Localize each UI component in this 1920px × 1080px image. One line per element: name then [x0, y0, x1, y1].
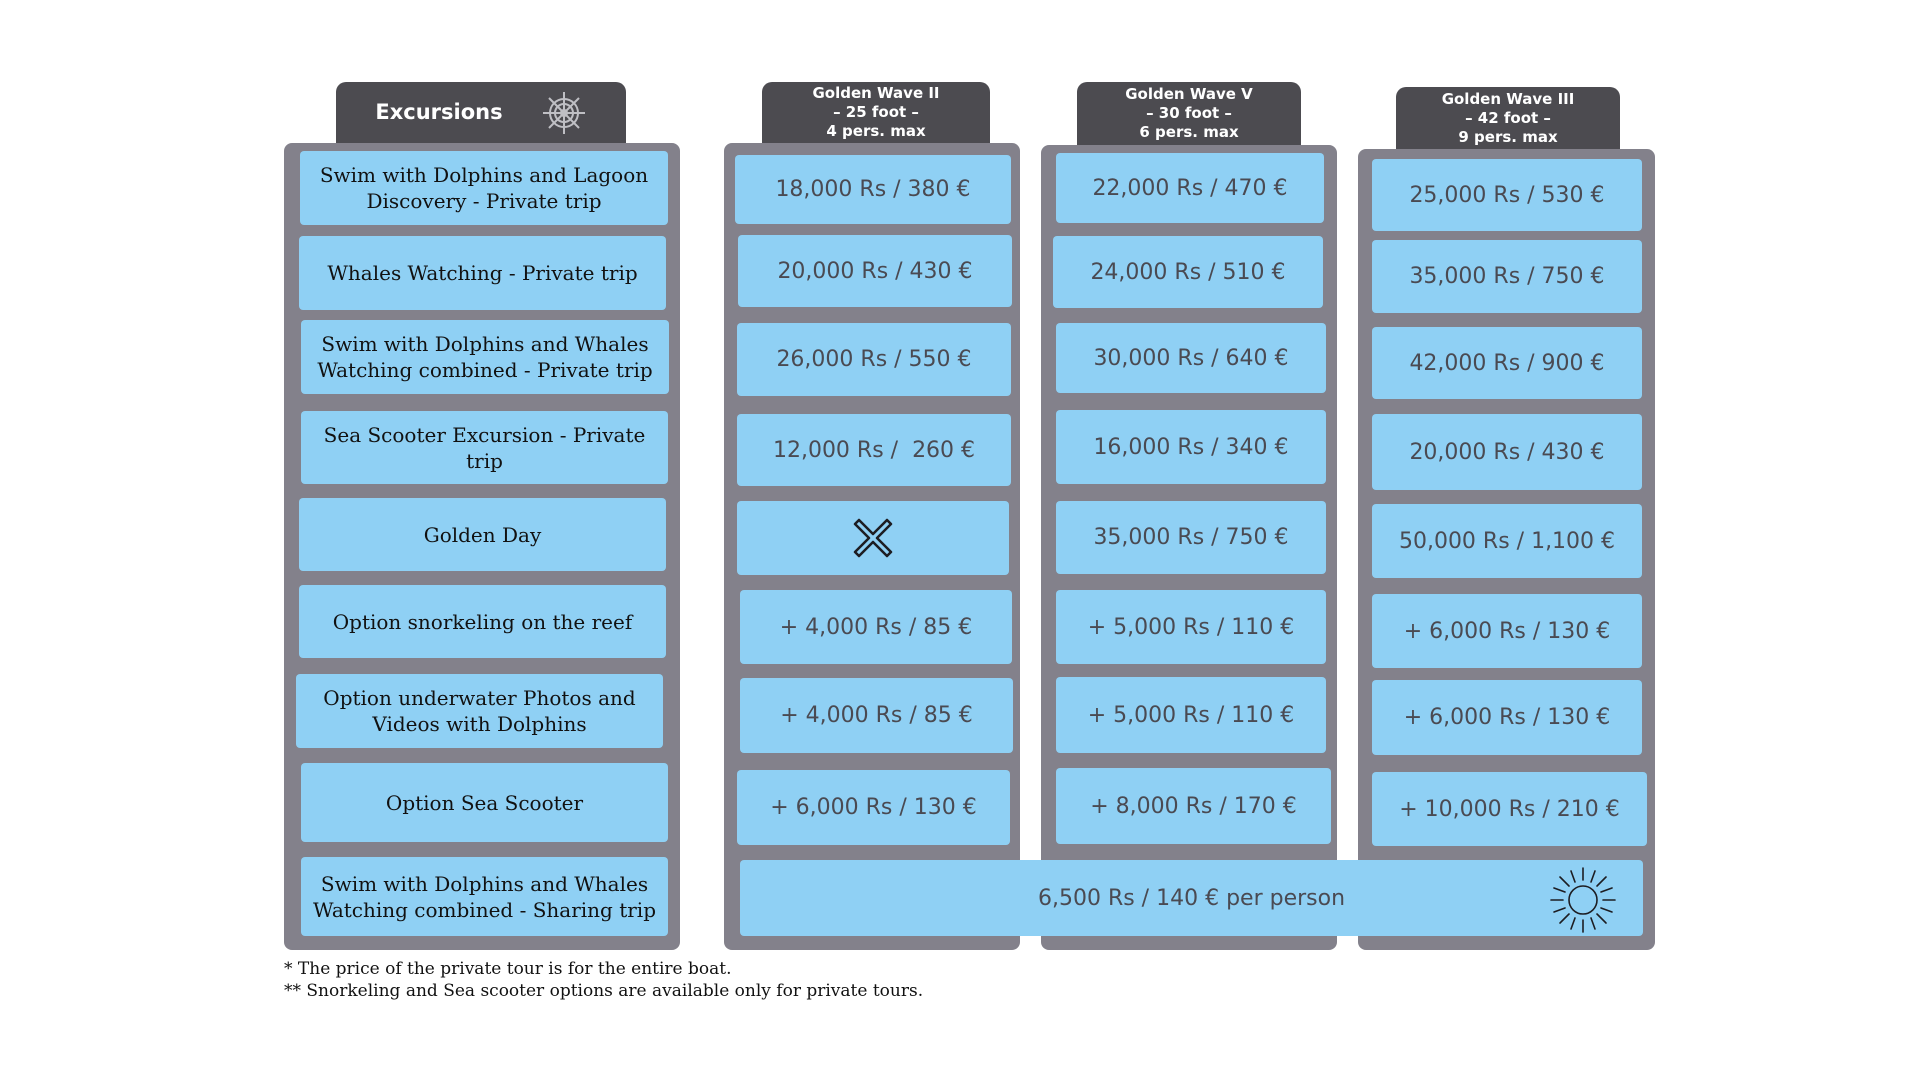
- price-label: 50,000 Rs / 1,100 €: [1398, 528, 1616, 554]
- excursions-label: Excursions: [375, 100, 503, 124]
- price-label: + 6,000 Rs / 130 €: [1403, 705, 1611, 730]
- price-cell: 20,000 Rs / 430 €: [1372, 414, 1642, 490]
- golden-wave-ii-tab: Golden Wave II – 25 foot – 4 pers. max: [762, 82, 990, 143]
- price-cell: 22,000 Rs / 470 €: [1056, 153, 1324, 223]
- price-cell: 18,000 Rs / 380 €: [735, 155, 1011, 224]
- price-cell: + 4,000 Rs / 85 €: [740, 678, 1013, 753]
- golden-wave-iii-tab: Golden Wave III – 42 foot – 9 pers. max: [1396, 87, 1620, 149]
- excursion-cell: Option underwater Photos and Videos with…: [296, 674, 663, 748]
- price-label: + 5,000 Rs / 110 €: [1087, 702, 1295, 728]
- golden-wave-v-tab: Golden Wave V – 30 foot – 6 pers. max: [1077, 82, 1301, 145]
- price-label: + 6,000 Rs / 130 €: [1403, 618, 1611, 644]
- price-label: + 5,000 Rs / 110 €: [1087, 614, 1295, 640]
- price-cell: + 8,000 Rs / 170 €: [1056, 768, 1331, 844]
- price-label: 30,000 Rs / 640 €: [1093, 345, 1289, 371]
- sharing-price-cell: 6,500 Rs / 140 € per person: [740, 860, 1643, 936]
- price-label: + 8,000 Rs / 170 €: [1090, 793, 1297, 819]
- price-label: 26,000 Rs / 550 €: [776, 347, 972, 372]
- price-cell: 20,000 Rs / 430 €: [738, 235, 1012, 307]
- boat-name: Golden Wave V: [1125, 85, 1253, 103]
- excursion-cell: Option snorkeling on the reef: [299, 585, 666, 658]
- boat-size: – 42 foot –: [1465, 108, 1551, 127]
- price-label: + 6,000 Rs / 130 €: [770, 795, 977, 820]
- price-cell: + 10,000 Rs / 210 €: [1372, 772, 1647, 846]
- price-cell: + 5,000 Rs / 110 €: [1056, 677, 1326, 753]
- price-label: + 4,000 Rs / 85 €: [780, 703, 973, 728]
- excursion-label: Whales Watching - Private trip: [327, 261, 638, 285]
- excursions-tab: Excursions: [336, 82, 626, 143]
- price-cell: + 6,000 Rs / 130 €: [1372, 594, 1642, 668]
- price-cell: + 5,000 Rs / 110 €: [1056, 590, 1326, 664]
- boat-capacity: 9 pers. max: [1458, 127, 1558, 146]
- boat-size: – 25 foot –: [833, 103, 919, 121]
- price-cell: + 6,000 Rs / 130 €: [737, 770, 1010, 845]
- excursion-cell: Swim with Dolphins and Whales Watching c…: [301, 320, 669, 394]
- boat-capacity: 6 pers. max: [1139, 123, 1239, 141]
- footnotes: * The price of the private tour is for t…: [284, 958, 923, 1002]
- price-cell: 50,000 Rs / 1,100 €: [1372, 504, 1642, 578]
- excursion-cell: Swim with Dolphins and Lagoon Discovery …: [300, 151, 668, 225]
- excursion-label: Option underwater Photos and Videos with…: [323, 686, 636, 736]
- price-cell: 24,000 Rs / 510 €: [1053, 236, 1323, 308]
- price-label: 16,000 Rs / 340 €: [1093, 434, 1289, 460]
- price-label: 18,000 Rs / 380 €: [775, 177, 971, 202]
- footnote: * The price of the private tour is for t…: [284, 959, 732, 979]
- excursion-cell: Option Sea Scooter: [301, 763, 668, 842]
- price-cell: 42,000 Rs / 900 €: [1372, 327, 1642, 399]
- boat-size: – 30 foot –: [1146, 104, 1232, 122]
- price-label: 35,000 Rs / 750 €: [1409, 264, 1605, 289]
- price-cell: + 6,000 Rs / 130 €: [1372, 680, 1642, 755]
- ship-wheel-icon: [542, 91, 585, 134]
- sharing-price-label: 6,500 Rs / 140 € per person: [1037, 885, 1346, 911]
- price-label: + 10,000 Rs / 210 €: [1399, 796, 1620, 822]
- price-label: + 4,000 Rs / 85 €: [779, 614, 973, 640]
- price-cell: + 4,000 Rs / 85 €: [740, 590, 1012, 664]
- excursion-label: Option Sea Scooter: [385, 790, 584, 815]
- price-cell: 26,000 Rs / 550 €: [737, 323, 1011, 396]
- excursion-label: Swim with Dolphins and Lagoon Discovery …: [319, 163, 649, 213]
- excursion-cell: Whales Watching - Private trip: [299, 236, 666, 310]
- price-cell: 35,000 Rs / 750 €: [1056, 501, 1326, 574]
- price-cell: 25,000 Rs / 530 €: [1372, 159, 1642, 231]
- boat-capacity: 4 pers. max: [826, 122, 926, 140]
- price-label: 35,000 Rs / 750 €: [1093, 525, 1289, 550]
- excursion-label: Golden Day: [423, 522, 542, 547]
- boat-name: Golden Wave III: [1441, 89, 1575, 108]
- price-label: 12,000 Rs / 260 €: [772, 437, 976, 463]
- price-cell-unavailable: [737, 501, 1009, 575]
- excursion-cell: Golden Day: [299, 498, 666, 571]
- price-label: 22,000 Rs / 470 €: [1092, 175, 1288, 201]
- price-label: 25,000 Rs / 530 €: [1409, 182, 1605, 208]
- boat-name: Golden Wave II: [812, 84, 940, 102]
- price-cell: 30,000 Rs / 640 €: [1056, 323, 1326, 393]
- excursion-cell: Sea Scooter Excursion - Private trip: [301, 411, 668, 484]
- cross-icon: [853, 518, 893, 558]
- excursion-cell: Swim with Dolphins and Whales Watching c…: [301, 857, 668, 936]
- price-label: 20,000 Rs / 430 €: [777, 258, 973, 284]
- price-cell: 12,000 Rs / 260 €: [737, 414, 1011, 486]
- excursion-label: Sea Scooter Excursion - Private trip: [323, 422, 646, 473]
- excursion-label: Swim with Dolphins and Whales Watching c…: [313, 871, 656, 922]
- price-cell: 16,000 Rs / 340 €: [1056, 410, 1326, 484]
- sun-icon: [1550, 867, 1616, 933]
- excursion-label: Swim with Dolphins and Whales Watching c…: [317, 332, 653, 382]
- price-cell: 35,000 Rs / 750 €: [1372, 240, 1642, 313]
- price-label: 24,000 Rs / 510 €: [1090, 259, 1286, 285]
- footnote: ** Snorkeling and Sea scooter options ar…: [284, 981, 924, 1001]
- price-label: 20,000 Rs / 430 €: [1409, 439, 1605, 465]
- excursion-label: Option snorkeling on the reef: [332, 609, 633, 634]
- price-label: 42,000 Rs / 900 €: [1409, 350, 1605, 376]
